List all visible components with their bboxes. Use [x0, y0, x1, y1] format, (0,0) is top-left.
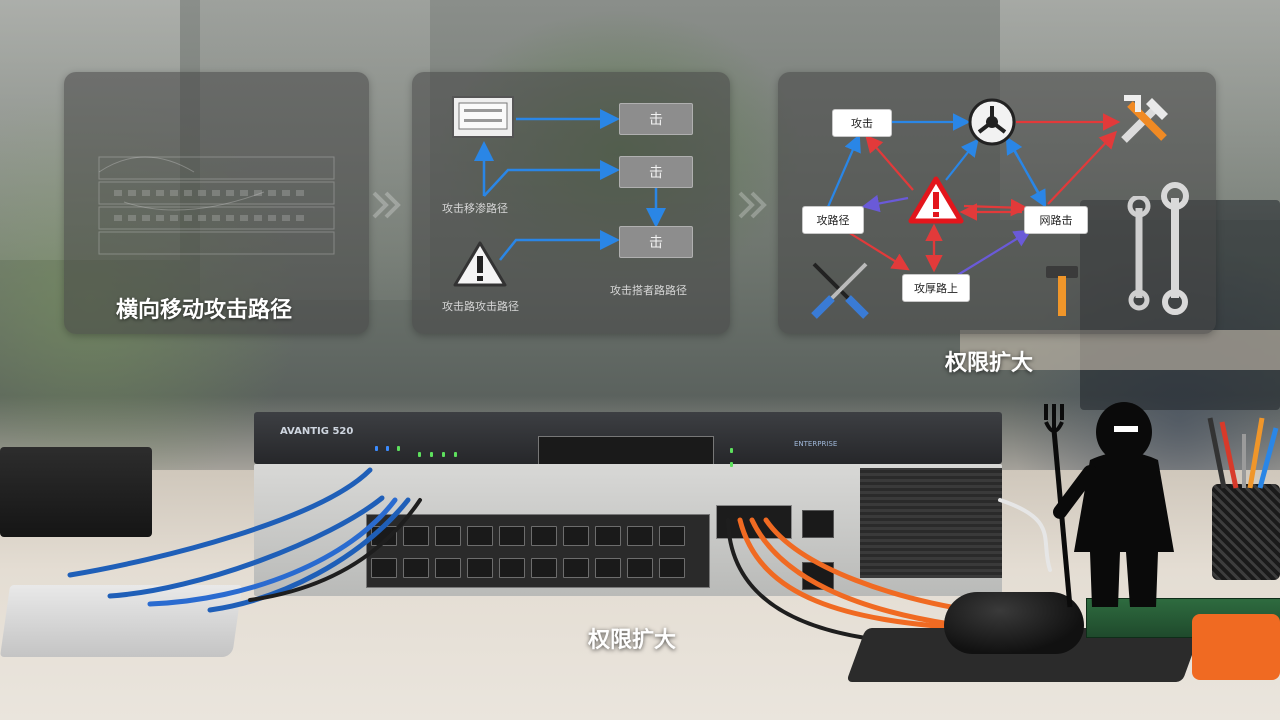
- switch-port: [371, 558, 397, 578]
- attack-paths-panel: 击 击 击 攻击移渗路径 攻击路攻击路径 攻击搭者路路径: [412, 72, 730, 334]
- escalation-label: 权限扩大: [945, 351, 1034, 376]
- switch-port: [435, 526, 461, 546]
- chevron-icon: [372, 191, 401, 219]
- warning-icon: [908, 176, 964, 224]
- switch-port: [531, 526, 557, 546]
- network-hub-icon: [968, 98, 1016, 146]
- status-led: [442, 452, 445, 457]
- pens: [1207, 417, 1279, 489]
- switch-port: [531, 558, 557, 578]
- wrench-icon: [1161, 182, 1189, 315]
- path-caption-2: 攻击路攻击路径: [442, 300, 519, 313]
- switch-port: [659, 558, 685, 578]
- switch-port: [403, 526, 429, 546]
- path-caption-3: 攻击搭者路路径: [610, 284, 687, 297]
- chevron-icon: [738, 191, 767, 219]
- router-panel: [538, 436, 714, 468]
- monitor-icon: [452, 96, 514, 138]
- hammer-icon: [1046, 266, 1078, 316]
- tools-icon: [1121, 95, 1168, 143]
- switch-port: [563, 526, 589, 546]
- escalation-node-top: 攻击: [832, 109, 892, 137]
- hacker-silhouette: [1044, 402, 1174, 608]
- escalation-node-left: 攻路径: [802, 206, 864, 234]
- computer-mouse: [944, 592, 1084, 654]
- escalation-node-bottom: 攻厚路上: [902, 274, 970, 302]
- path-node-2: 击: [619, 156, 693, 188]
- switch-port: [595, 526, 621, 546]
- left-power-brick: [0, 447, 152, 537]
- switch-port: [627, 526, 653, 546]
- switch-uplink: [802, 510, 834, 538]
- router-top: AVANTIG 520 ENTERPRISE: [254, 412, 1002, 468]
- escalation-panel: 攻击 攻路径 网路击 攻厚路上: [778, 72, 1216, 334]
- path-node-3: 击: [619, 226, 693, 258]
- switch-port: [403, 558, 429, 578]
- lateral-movement-panel: 横向移动攻击路径: [64, 72, 369, 334]
- status-led: [386, 446, 389, 451]
- switch-port: [595, 558, 621, 578]
- router-brand: AVANTIG 520: [280, 426, 354, 437]
- escalation-node-right: 网路击: [1024, 206, 1088, 234]
- warning-icon: [453, 241, 507, 287]
- switch-port: [435, 558, 461, 578]
- status-led: [375, 446, 378, 451]
- switch-port: [563, 558, 589, 578]
- status-led: [418, 452, 421, 457]
- switch-port: [499, 526, 525, 546]
- status-led: [397, 446, 400, 451]
- status-led: [730, 448, 733, 453]
- router-badge: ENTERPRISE: [794, 440, 838, 448]
- status-led: [430, 452, 433, 457]
- bottom-label: 权限扩大: [588, 628, 677, 653]
- attack-path-arrows: [474, 109, 666, 261]
- switch-vent: [860, 468, 1002, 578]
- path-node-1: 击: [619, 103, 693, 135]
- status-led: [730, 462, 733, 467]
- path-caption-1: 攻击移渗路径: [442, 202, 508, 215]
- status-led: [454, 452, 457, 457]
- switch-port: [627, 558, 653, 578]
- server-rack-sketch: [98, 156, 335, 255]
- switch-port: [499, 558, 525, 578]
- wrench-icon: [1127, 196, 1151, 311]
- background-desk: [960, 330, 1280, 370]
- screwdriver-icon: [811, 262, 869, 319]
- switch-port: [467, 526, 493, 546]
- switch-port: [467, 558, 493, 578]
- pen-cup: [1212, 484, 1280, 580]
- switch-port: [659, 526, 685, 546]
- escalation-arrows: [826, 113, 1121, 277]
- lateral-movement-title: 横向移动攻击路径: [116, 298, 293, 323]
- orange-device: [1192, 614, 1280, 680]
